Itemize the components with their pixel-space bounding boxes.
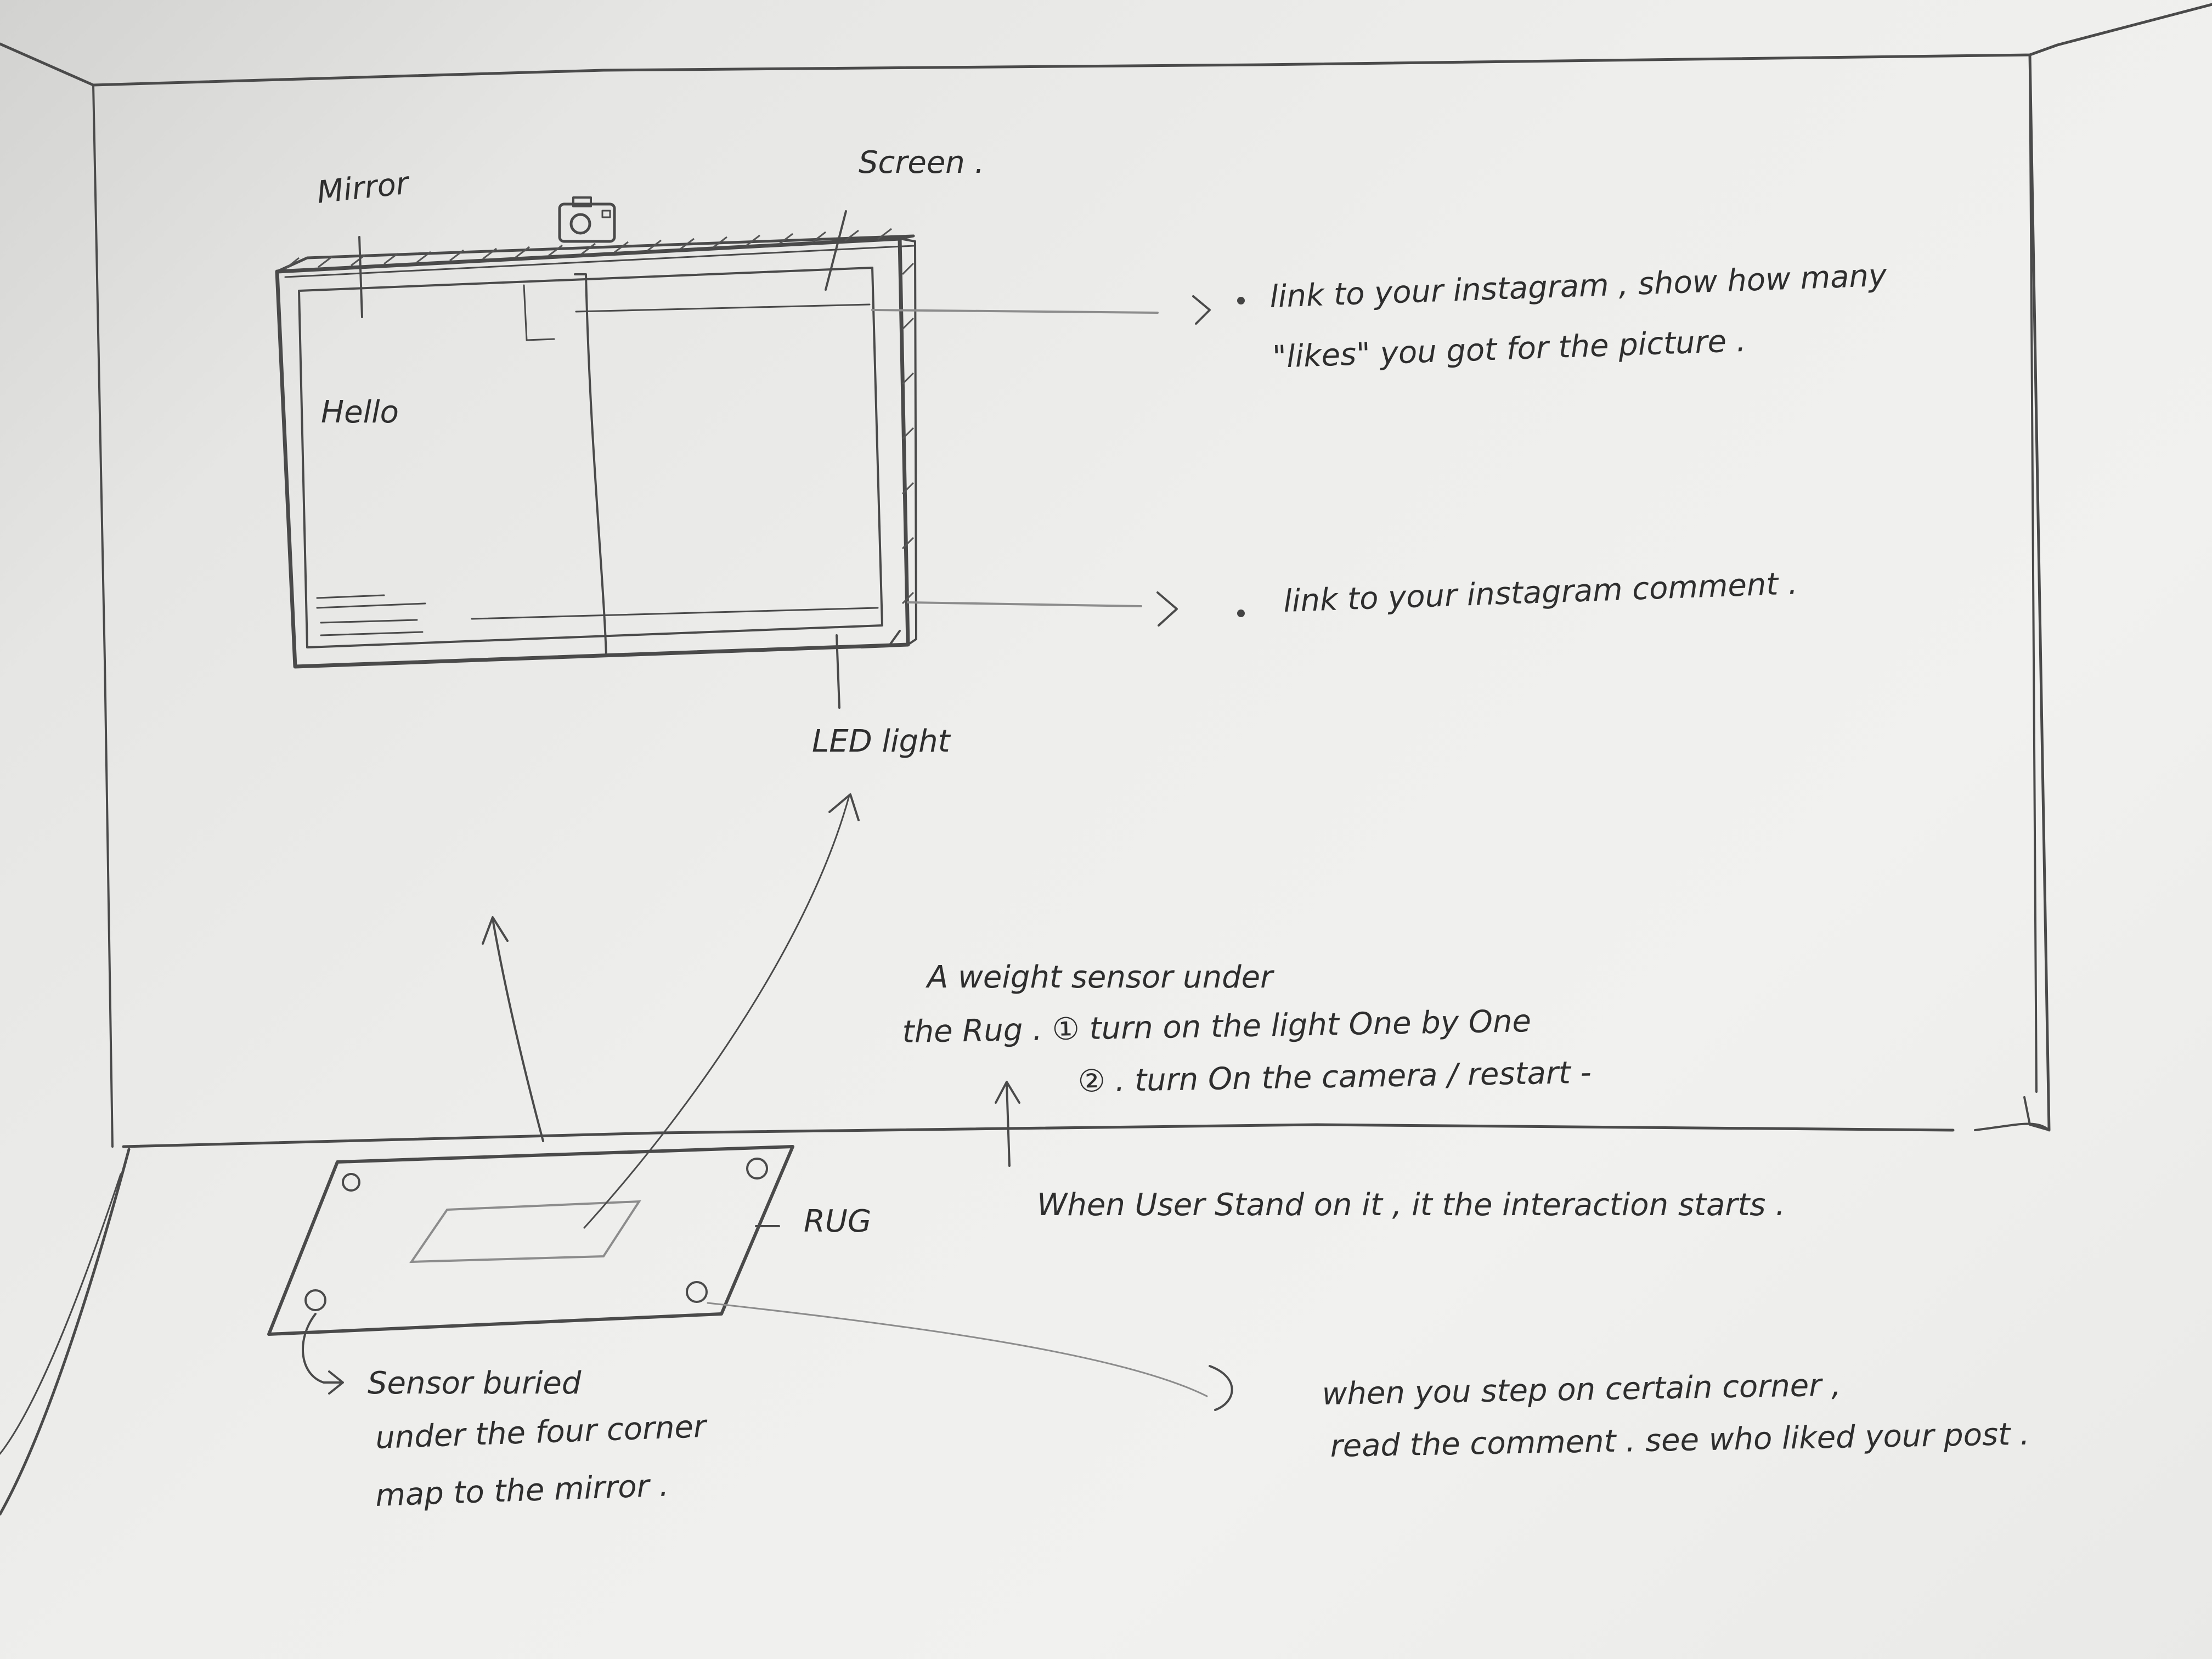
rug [267, 1145, 794, 1336]
instagram-comment-note: link to your instagram comment . [1283, 566, 1798, 619]
sensor-note-3: map to the mirror . [375, 1468, 669, 1514]
camera-icon [558, 196, 616, 243]
bullets [1237, 297, 1245, 617]
rug-label: RUG [804, 1204, 871, 1239]
screen-label: Screen . [859, 145, 984, 180]
instagram-likes-note-1: link to your instagram , show how many [1269, 258, 1888, 315]
instagram-likes-note-2: "likes" you got for the picture . [1272, 323, 1746, 375]
annotation-lines [302, 210, 1233, 1411]
sensor-note-2: under the four corner [375, 1409, 708, 1456]
room-outline [0, 3, 2212, 1516]
weight-sensor-note-3: ② . turn On the camera / restart - [1077, 1055, 1592, 1099]
interaction-start-note: When User Stand on it , it the interacti… [1037, 1187, 1785, 1223]
hello-text: Hello [321, 394, 399, 430]
sensor-note-1: Sensor buried [368, 1365, 582, 1401]
weight-sensor-note-1: A weight sensor under [926, 960, 1274, 995]
weight-sensor-note-2: the Rug . ① turn on the light One by One [902, 1003, 1531, 1050]
mirror-screen [275, 228, 917, 669]
corner-note-1: when you step on certain corner , [1322, 1367, 1841, 1412]
led-light-label: LED light [812, 724, 951, 759]
mirror-label: Mirror [315, 165, 412, 210]
corner-note-2: read the comment . see who liked your po… [1330, 1417, 2030, 1464]
